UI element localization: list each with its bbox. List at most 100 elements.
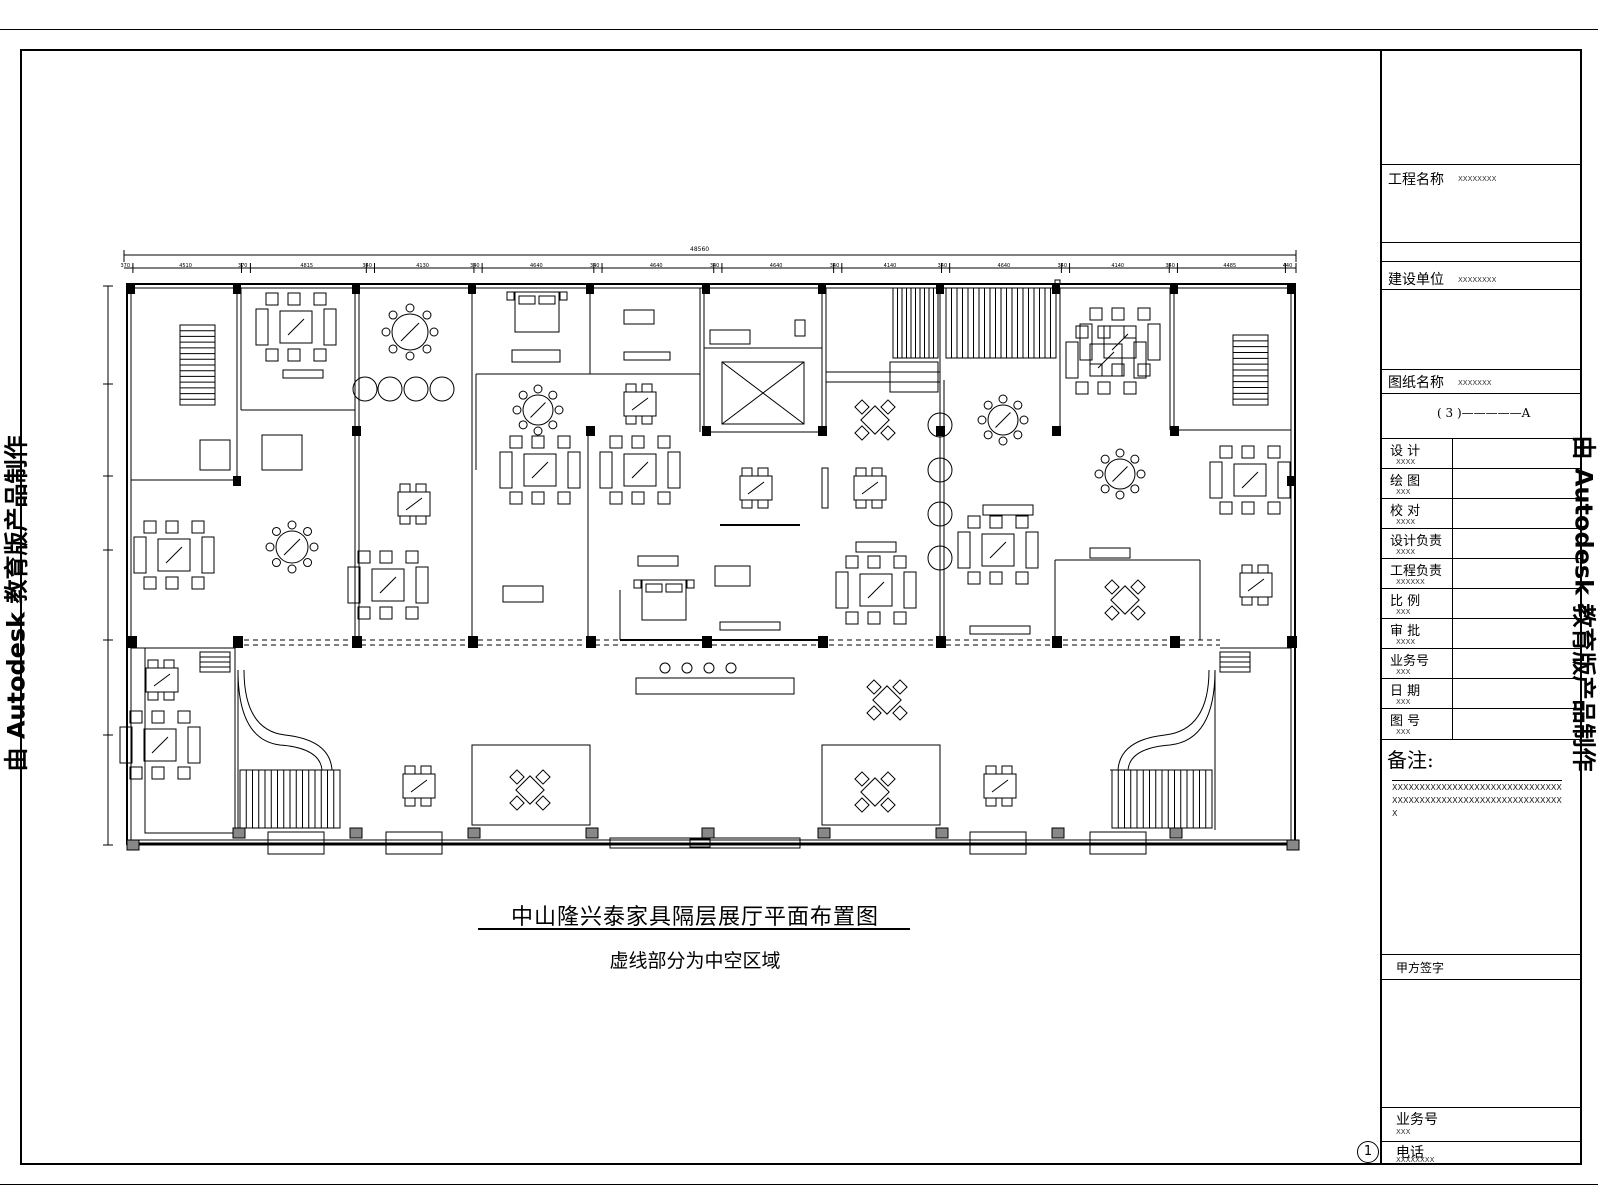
- sofa: [835, 571, 849, 609]
- chair: [871, 499, 883, 509]
- armchair: [151, 766, 165, 780]
- column: [817, 827, 831, 839]
- furniture-unit: [502, 585, 544, 603]
- nightstand: [506, 291, 515, 301]
- column: [818, 284, 826, 294]
- dining-table: [853, 467, 887, 509]
- tb-scale-ref-text: ( 3 )—————A: [1437, 406, 1531, 420]
- armchair: [1219, 445, 1233, 459]
- armchair: [531, 491, 545, 505]
- tb-business-no: 业务号 XXX: [1382, 1107, 1582, 1141]
- armchair: [1219, 501, 1233, 515]
- tb-project-name: 工程名称 XXXXXXXX: [1382, 164, 1582, 242]
- chair: [757, 499, 769, 509]
- column: [1170, 636, 1180, 648]
- chair: [405, 351, 415, 361]
- dining-table: [1239, 564, 1273, 606]
- chair: [1241, 564, 1253, 574]
- chair: [420, 765, 432, 775]
- chair: [404, 797, 416, 807]
- chair: [422, 310, 432, 320]
- round-dining-table: [265, 520, 319, 574]
- column: [233, 284, 241, 294]
- display-circle: [429, 376, 455, 402]
- furniture-unit: [511, 349, 561, 363]
- chair: [880, 425, 896, 441]
- column: [1169, 827, 1183, 839]
- table-glass: [530, 402, 546, 418]
- armchair: [509, 435, 523, 449]
- armchair: [191, 576, 205, 590]
- coffee-table: [1089, 343, 1123, 377]
- table-glass: [405, 497, 423, 511]
- table-glass: [631, 461, 649, 479]
- round-dining-table: [977, 394, 1029, 446]
- armchair: [1267, 501, 1281, 515]
- column: [233, 636, 243, 648]
- column: [936, 426, 945, 436]
- chair: [287, 564, 297, 574]
- dimension-label: 4640: [769, 263, 783, 269]
- pillow: [645, 583, 663, 593]
- chair: [548, 420, 558, 430]
- armchair: [1241, 501, 1255, 515]
- tb-row-divider: [1452, 529, 1453, 559]
- column: [352, 426, 361, 436]
- coffee-table: [143, 728, 177, 762]
- table-glass: [989, 541, 1007, 559]
- chair: [1130, 579, 1146, 595]
- chair: [871, 467, 883, 477]
- chair: [303, 526, 313, 536]
- column: [1052, 636, 1062, 648]
- card-table-set: [854, 399, 896, 441]
- nightstand: [633, 579, 642, 589]
- armchair: [287, 348, 301, 362]
- table: [853, 475, 887, 501]
- tb-phone-value: XXXXXXXX: [1396, 1156, 1435, 1164]
- table: [739, 475, 773, 501]
- title-underline: [478, 928, 910, 930]
- tb-remarks-text: XXXXXXXXXXXXXXXXXXXXXXXXXXXXXXXXXXXXXXXX…: [1392, 780, 1562, 820]
- chair: [983, 400, 993, 410]
- tb-client: 建设单位 XXXXXXXX: [1382, 261, 1582, 349]
- tb-business-no-label: 业务号: [1396, 1112, 1438, 1128]
- bed-frame: [514, 291, 560, 333]
- column: [467, 827, 481, 839]
- chair: [985, 797, 997, 807]
- armchair: [1137, 307, 1151, 321]
- sofa: [957, 531, 971, 569]
- column: [352, 284, 360, 294]
- tb-row-divider: [1452, 559, 1453, 589]
- furniture-unit: [1089, 547, 1131, 559]
- tb-client-label: 建设单位: [1388, 272, 1444, 288]
- armchair: [989, 571, 1003, 585]
- sofa: [1065, 341, 1079, 379]
- dimension-label: 340: [589, 263, 600, 269]
- drawing-subtitle: 虚线部分为中空区域: [609, 950, 781, 972]
- dimension-label: 4510: [179, 263, 192, 269]
- column: [1287, 476, 1295, 486]
- armchair: [1111, 307, 1125, 321]
- square-table: [515, 775, 545, 805]
- column: [1287, 636, 1297, 648]
- sofa: [1277, 461, 1291, 499]
- tb-client-sign: 甲方签字: [1382, 954, 1582, 979]
- table-glass: [1112, 466, 1128, 482]
- tb-row-label: 绘 图: [1390, 474, 1421, 489]
- chair: [741, 467, 753, 477]
- armchair: [867, 611, 881, 625]
- dimension-label: 340: [709, 263, 720, 269]
- sofa-set: [1209, 445, 1291, 515]
- sofa: [903, 571, 917, 609]
- armchair: [177, 766, 191, 780]
- armchair: [609, 435, 623, 449]
- armchair: [1075, 325, 1089, 339]
- armchair: [631, 491, 645, 505]
- armchair: [405, 606, 419, 620]
- column: [126, 839, 140, 851]
- armchair: [143, 520, 157, 534]
- column: [1286, 839, 1300, 851]
- dimension-label: 4640: [649, 263, 663, 269]
